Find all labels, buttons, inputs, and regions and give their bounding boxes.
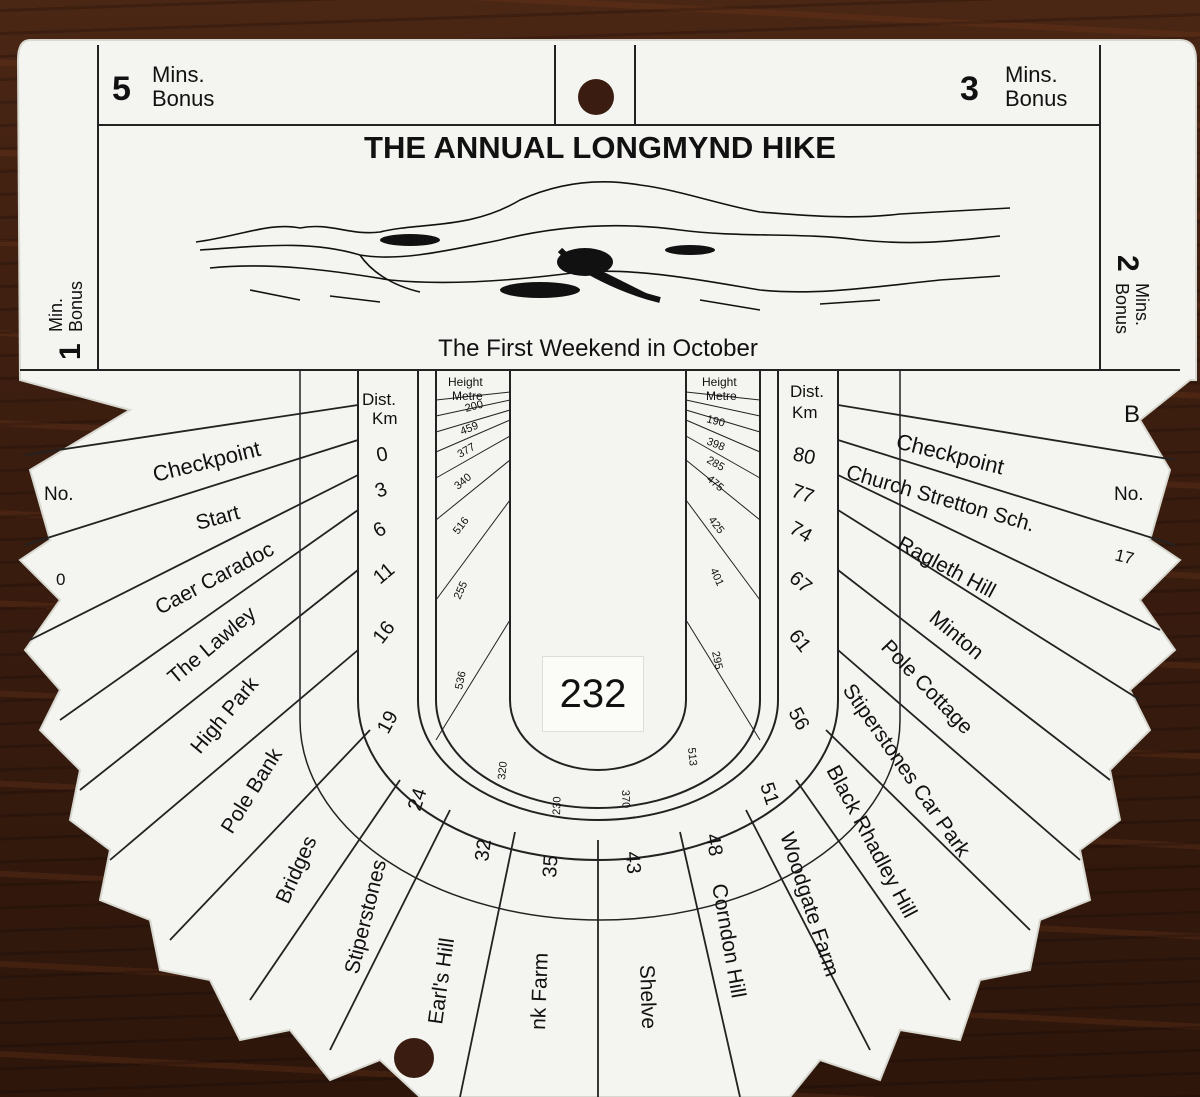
bonus-top-right-line1: Mins. xyxy=(1005,62,1058,87)
height-320: 320 xyxy=(496,761,510,781)
left-dividers xyxy=(24,404,516,1097)
dist-80: 80 xyxy=(791,443,817,469)
card-title: THE ANNUAL LONGMYND HIKE xyxy=(364,130,836,165)
dist-35: 35 xyxy=(539,855,562,879)
svg-text:2: 2 xyxy=(1111,255,1144,272)
svg-text:Bonus: Bonus xyxy=(1112,283,1132,334)
bonus-top-left-line2: Bonus xyxy=(152,86,214,111)
dist-header-left-2: Km xyxy=(372,409,398,428)
height-header-right: Height xyxy=(702,375,737,389)
svg-text:Mins.: Mins. xyxy=(1132,283,1152,326)
hill-shading xyxy=(380,234,715,298)
dist-48: 48 xyxy=(701,832,727,858)
height-536: 536 xyxy=(453,670,469,690)
svg-text:1: 1 xyxy=(54,343,87,360)
frame-lines xyxy=(20,45,1180,371)
bonus-right: 2 Mins. Bonus xyxy=(1111,255,1152,334)
bonus-top-right-line2: Bonus xyxy=(1005,86,1067,111)
height-header-left-2: Metre xyxy=(452,389,483,403)
no-header-right: No. xyxy=(1114,484,1144,505)
svg-text:Bonus: Bonus xyxy=(66,281,86,332)
checkpoint-shelve: Shelve xyxy=(635,964,660,1029)
card-subtitle: The First Weekend in October xyxy=(438,335,758,362)
bonus-top-right-number: 3 xyxy=(960,70,979,108)
dist-0: 0 xyxy=(374,443,389,467)
dist-header-left: Dist. xyxy=(362,390,396,409)
left-no-value: 0 xyxy=(56,570,65,589)
no-header-left: No. xyxy=(44,484,74,505)
right-no-value: 17 xyxy=(1113,545,1136,568)
height-513: 513 xyxy=(685,747,699,767)
dist-32: 32 xyxy=(471,838,496,863)
dist-header-right: Dist. xyxy=(790,382,824,401)
right-dividers xyxy=(597,404,1176,1097)
bonus-top-left-number: 5 xyxy=(112,70,131,108)
height-295: 295 xyxy=(709,650,725,670)
card-body xyxy=(16,39,1197,1097)
bonus-left: 1 Min. Bonus xyxy=(46,281,87,360)
height-370: 370 xyxy=(619,790,632,809)
entrant-number-sticker: 232 xyxy=(542,656,644,732)
punch-hole-bottom xyxy=(394,1038,434,1078)
height-200: 200 xyxy=(464,399,485,415)
letter-b: B xyxy=(1124,401,1140,428)
height-190: 190 xyxy=(705,413,726,429)
height-band-ticks xyxy=(435,391,761,741)
bonus-top-left-line1: Mins. xyxy=(152,62,205,87)
height-230: 230 xyxy=(551,796,564,815)
dist-43: 43 xyxy=(621,851,644,875)
height-header-right-2: Metre xyxy=(706,389,737,403)
svg-text:Min.: Min. xyxy=(46,298,66,332)
dist-header-right-2: Km xyxy=(792,403,818,422)
height-header-left: Height xyxy=(448,375,483,389)
punch-hole xyxy=(578,79,614,115)
checkpoint-bank-farm: nk Farm xyxy=(527,952,553,1030)
